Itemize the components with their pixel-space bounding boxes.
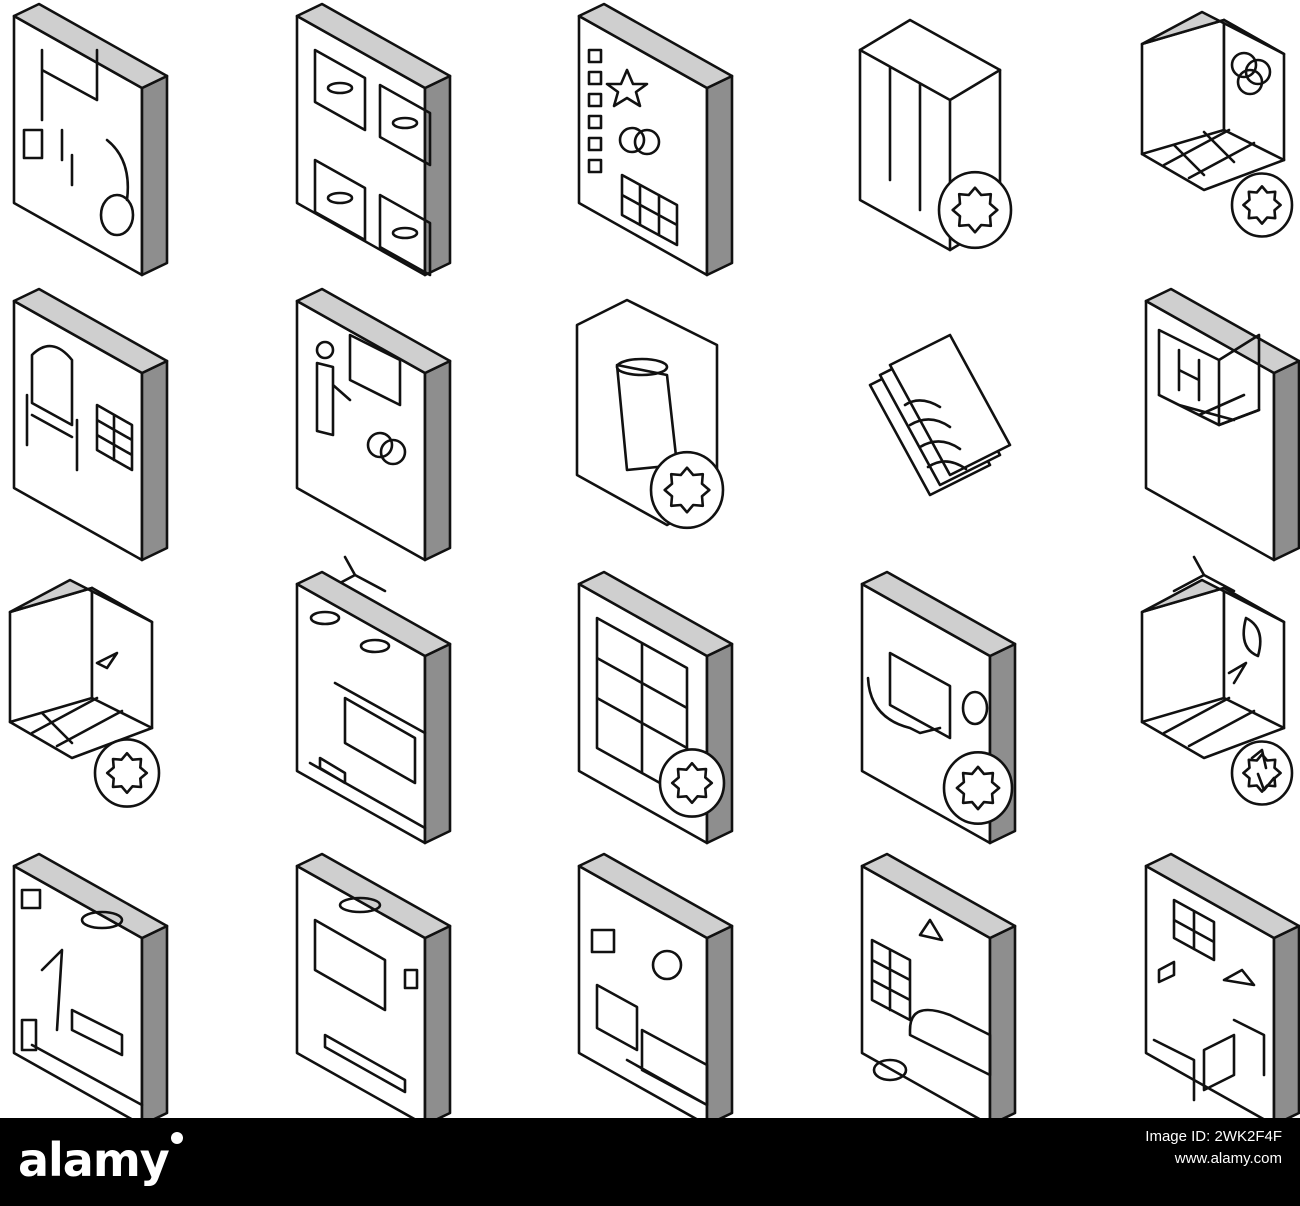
brand-name: alamy: [18, 1133, 170, 1187]
icon-grid: [8, 2, 1300, 1118]
watermark-bar: alamy Image ID: 2WK2F4F www.alamy.com: [0, 1118, 1300, 1206]
cozy-living-room-icon: [860, 852, 1017, 1118]
color-palette-room-icon: [1140, 10, 1294, 238]
eco-recycle-room-icon: [1140, 578, 1294, 806]
living-room-tv-icon: [295, 852, 452, 1118]
material-samples-icon: [868, 333, 1012, 497]
tv-wall-unit-icon: [295, 570, 452, 845]
kitchen-cabinets-icon: [295, 2, 452, 277]
loft-interior-icon: [1144, 852, 1300, 1118]
bathroom-settings-icon: [860, 570, 1017, 845]
bedroom-interior-icon: [577, 852, 734, 1118]
floor-plan-icon: [12, 2, 169, 277]
image-id: Image ID: 2WK2F4F: [1145, 1128, 1282, 1145]
armchair-design-icon: [12, 287, 169, 562]
source-url: www.alamy.com: [1174, 1150, 1282, 1167]
icon-sheet: [8, 2, 1300, 1118]
designer-consultation-monitor-icon: [295, 287, 452, 593]
image-id-block: Image ID: 2WK2F4F www.alamy.com: [1145, 1126, 1282, 1170]
lighting-settings-icon: [575, 298, 725, 530]
shelving-settings-icon: [577, 570, 734, 845]
flooring-settings-icon: [8, 578, 161, 808]
logo-dot-icon: [170, 1132, 183, 1144]
office-interior-icon: [12, 852, 169, 1118]
brand-logo: alamy: [18, 1132, 183, 1188]
mood-board-icon: [577, 2, 734, 277]
room-design-monitor-icon: [1144, 287, 1300, 593]
room-settings-icon: [858, 18, 1013, 252]
